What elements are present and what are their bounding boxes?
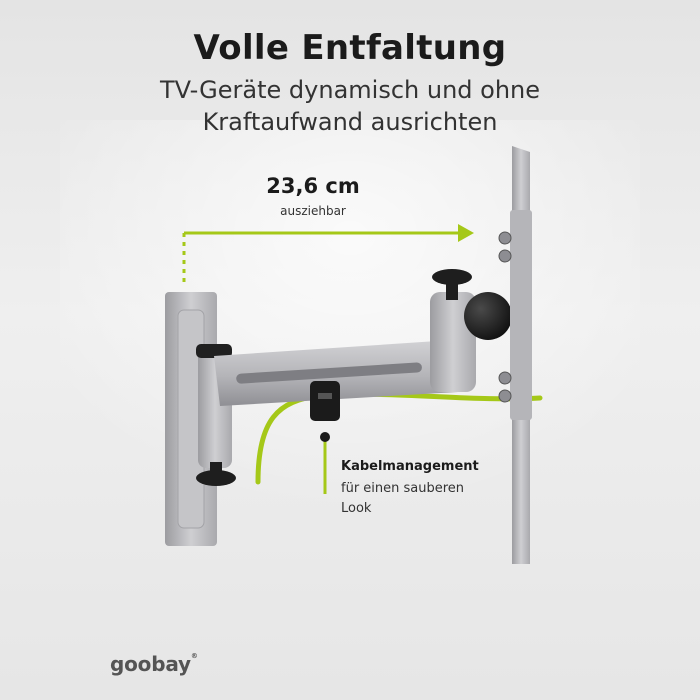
screw-icon xyxy=(498,249,512,263)
cable-clip-icon xyxy=(310,381,340,421)
arm-knob-stem xyxy=(446,280,458,300)
callout-line-2: Look xyxy=(341,501,372,516)
brand-logo-text: goobay xyxy=(110,652,191,676)
arm-knob-icon xyxy=(432,269,472,285)
measurement-caption: ausziehbar xyxy=(280,204,346,218)
callout-line-1: für einen sauberen xyxy=(341,481,465,496)
wall-knob-icon xyxy=(196,470,236,486)
brand-logo-mark: ® xyxy=(190,652,198,660)
screw-icon xyxy=(498,389,512,403)
subline-line-2: Kraftaufwand ausrichten xyxy=(202,108,498,136)
tilt-ball xyxy=(464,292,512,340)
subline-line-1: TV-Geräte dynamisch und ohne xyxy=(159,76,541,104)
headline: Volle Entfaltung xyxy=(193,28,507,68)
callout-body: für einen sauberen Look xyxy=(341,479,541,519)
tv-plate-bottom xyxy=(512,420,530,564)
arrow-right-icon xyxy=(458,224,474,242)
measurement-value: 23,6 cm xyxy=(266,174,360,198)
screw-icon xyxy=(498,371,512,385)
tv-plate-body xyxy=(510,210,532,420)
brand-logo: goobay® xyxy=(110,652,198,676)
hinge-cap xyxy=(196,344,232,358)
callout-dot xyxy=(320,432,330,442)
arm-slot xyxy=(236,362,422,384)
callout-title: Kabelmanagement xyxy=(341,459,479,474)
screw-icon xyxy=(498,231,512,245)
subline: TV-Geräte dynamisch und ohne Kraftaufwan… xyxy=(0,74,700,138)
cable-clip-gap xyxy=(318,393,332,399)
